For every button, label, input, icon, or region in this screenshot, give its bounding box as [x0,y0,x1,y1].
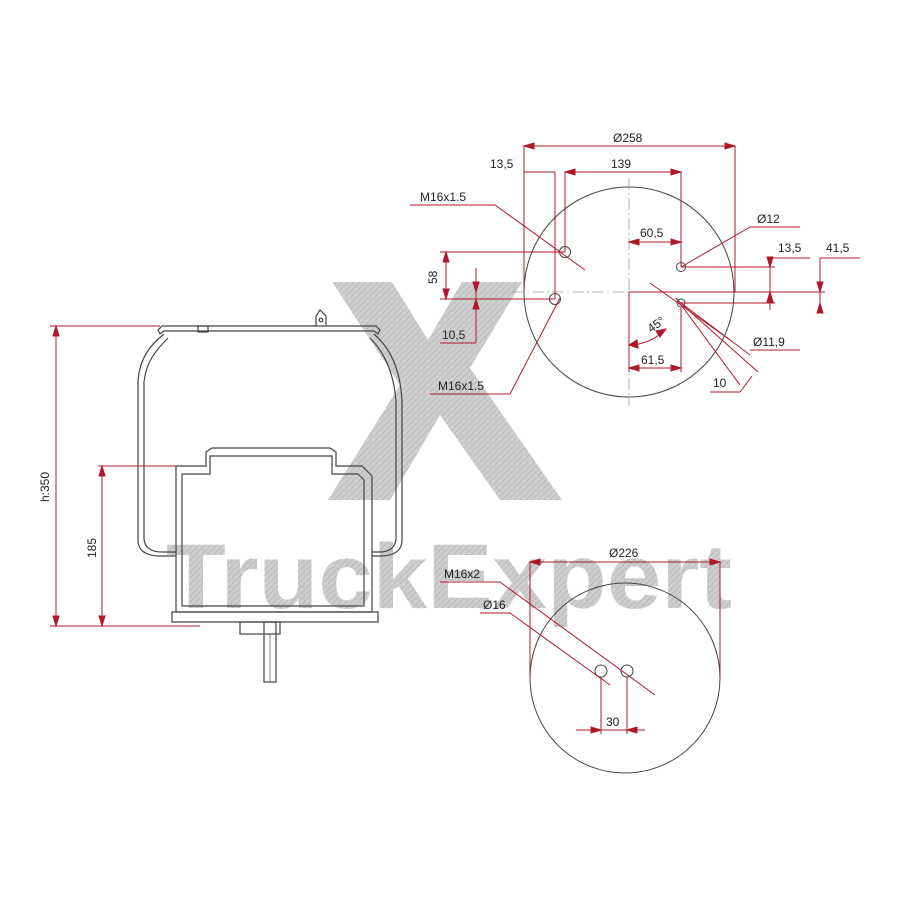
top-dim-61-5: 61,5 [641,353,665,367]
top-dim-139: 139 [611,157,631,171]
top-dim-10: 10 [713,376,727,390]
air-fitting [315,309,327,326]
bellow-outer-right [372,333,403,557]
piston-inner [181,455,365,607]
bottom-thread-label: M16x2 [444,567,480,581]
piston-height-label: 185 [85,538,99,558]
top-dim-12: Ø12 [757,212,780,226]
side-dimensions [50,324,200,628]
bottom-plate-dimensions [440,558,722,734]
air-fitting-hole [318,317,324,323]
bellow-outer-right-inner [369,337,397,553]
top-plate-dimensions [410,142,860,395]
top-small-nut [197,325,209,333]
piston-base [171,611,379,623]
top-bead-plate [157,325,381,335]
top-dim-41-5: 41,5 [826,241,850,255]
top-dim-10-5: 10,5 [442,328,466,342]
air-spring-side-view [137,309,403,683]
watermark-x-logo [328,282,562,500]
bottom-hole-label: Ø16 [483,598,506,612]
top-dim-60-5: 60,5 [640,226,664,240]
watermark-brand-text: TruckExpert [166,526,732,628]
bellow-outer-inner-line [143,337,176,553]
top-dim-13-5-right: 13,5 [778,241,802,255]
top-dim-58: 58 [426,270,440,284]
top-dim-45: 45° [645,313,668,335]
base-stud-block [239,621,281,635]
top-dim-13-5-left: 13,5 [490,157,514,171]
watermark: TruckExpert [166,282,732,628]
top-diameter-label: Ø258 [613,131,643,145]
bellow-outer [137,333,176,557]
top-stud-label-1: M16x1.5 [420,190,466,204]
height-label: h:350 [38,472,52,502]
bottom-spacing-label: 30 [606,715,620,729]
bottom-diameter-label: Ø226 [609,546,639,560]
top-dim-11-9: Ø11,9 [753,335,785,349]
top-stud-label-2: M16x1.5 [438,379,484,393]
